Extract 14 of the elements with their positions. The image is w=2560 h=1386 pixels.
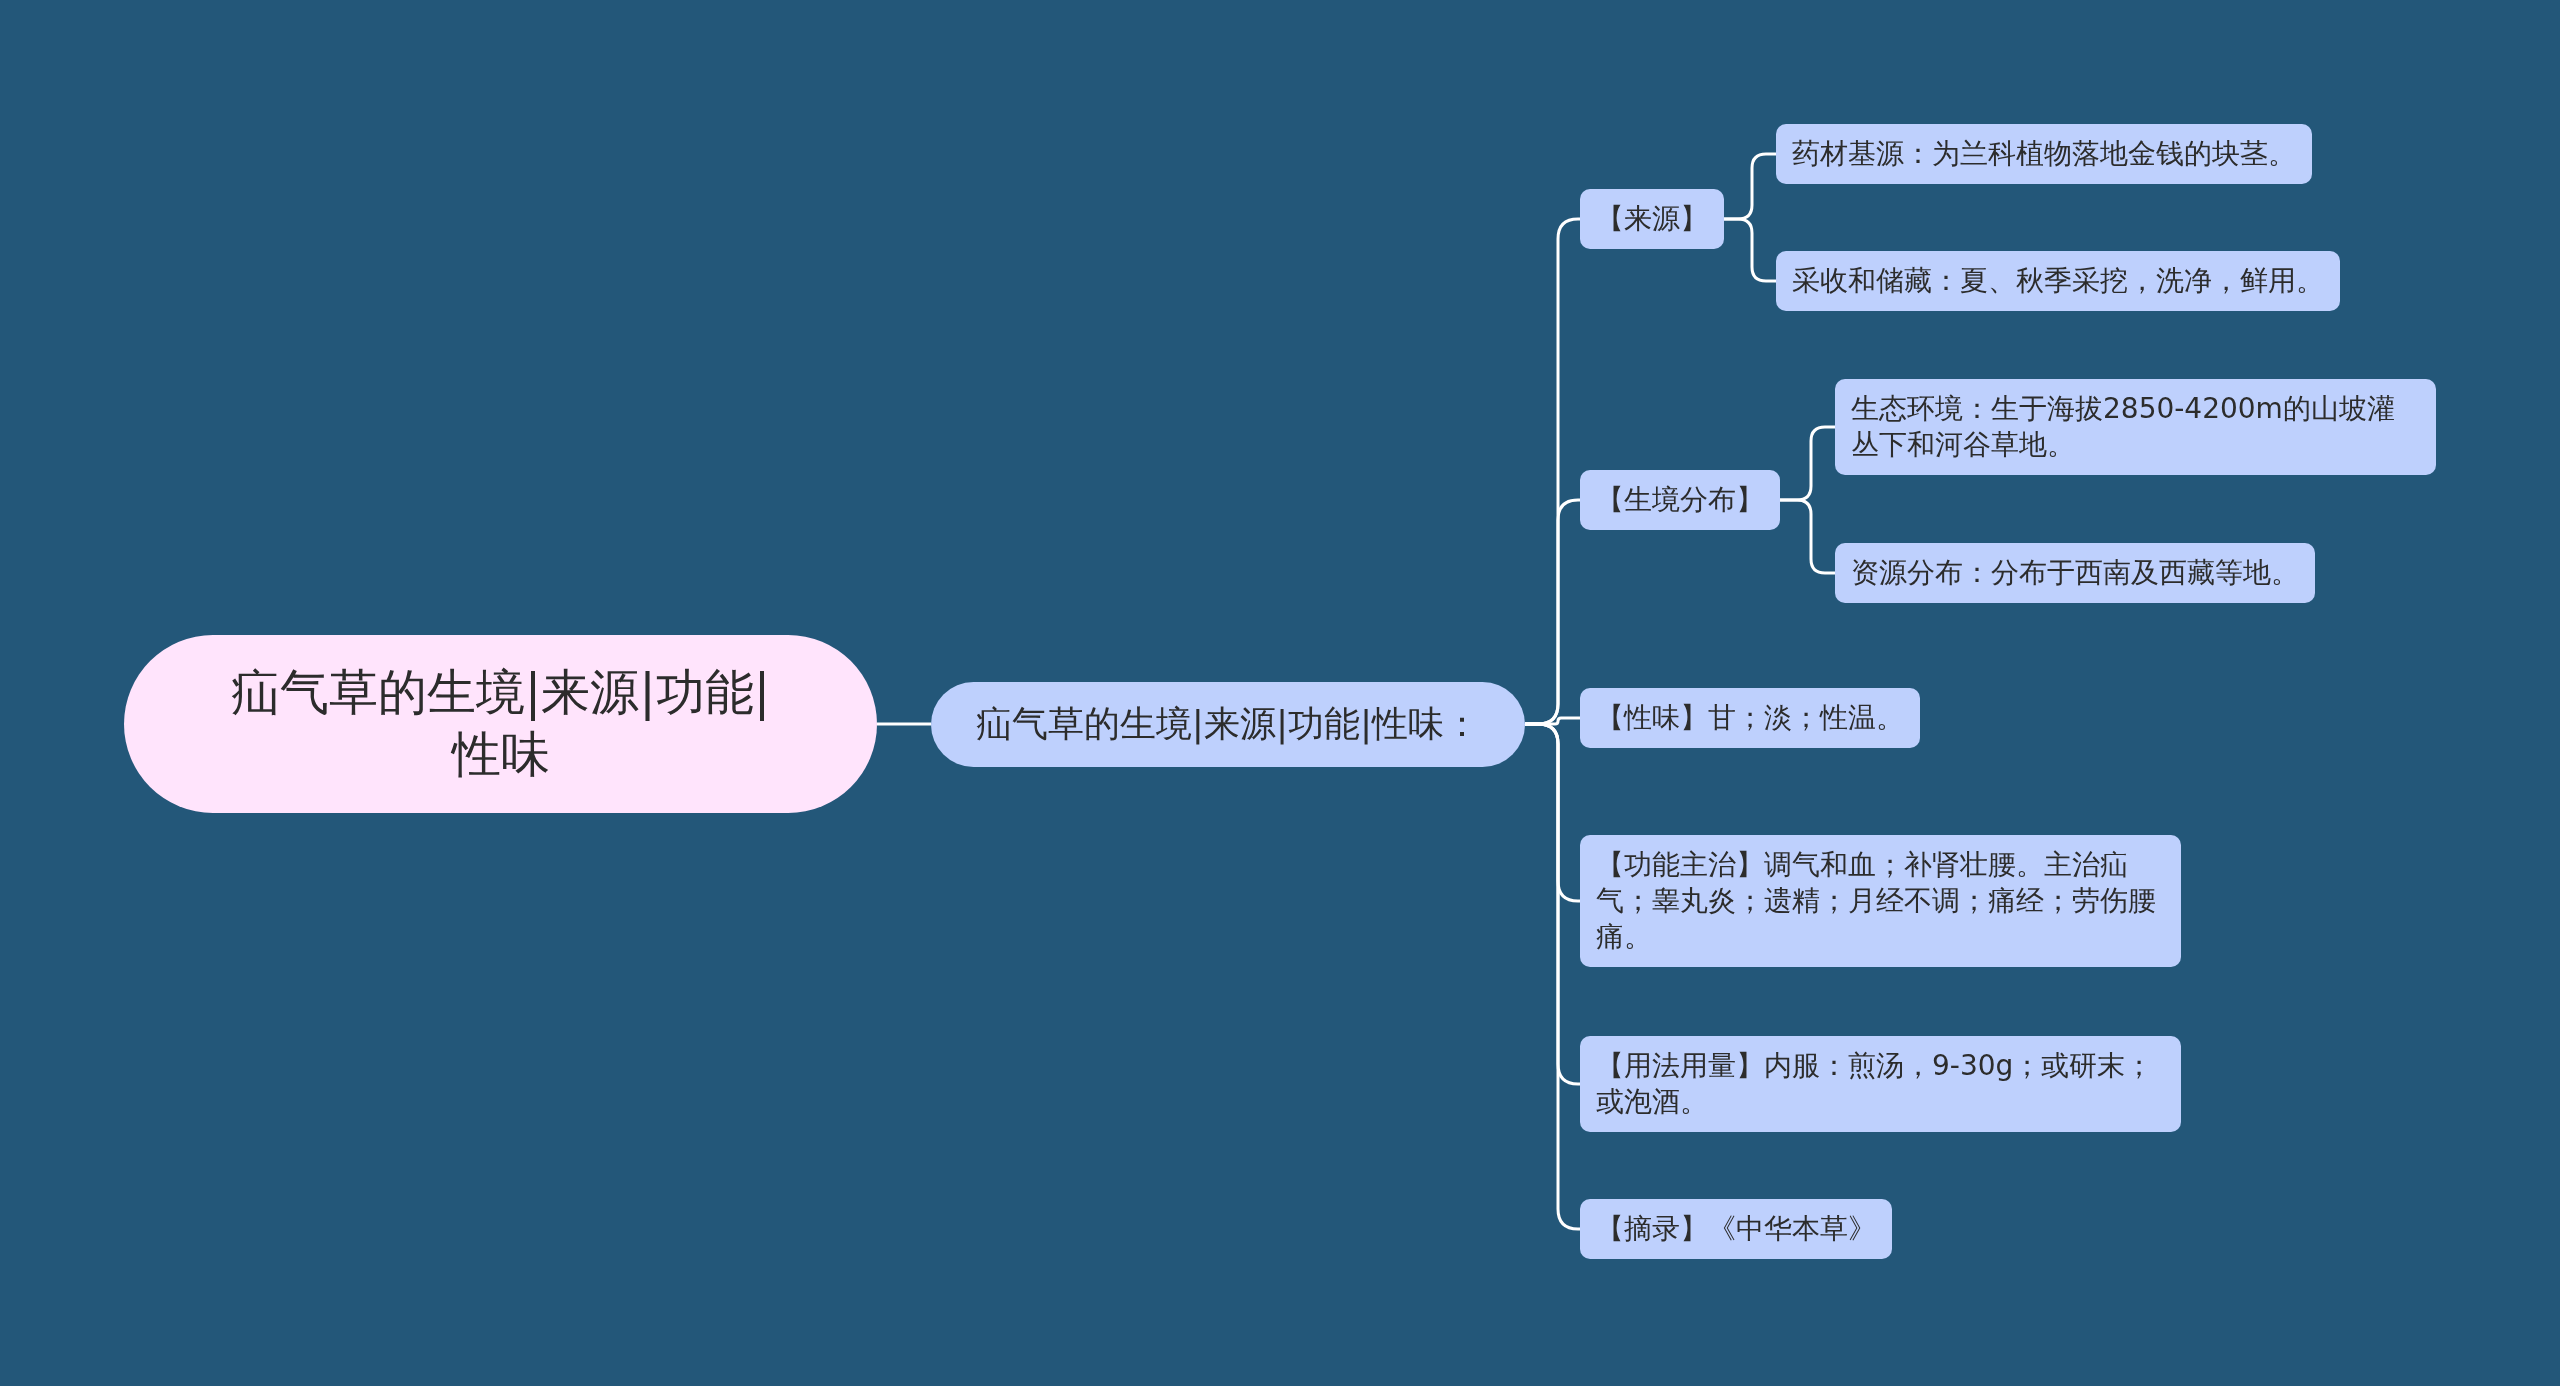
topic-box: 资源分布：分布于西南及西藏等地。	[1835, 543, 2315, 603]
topic-box: 【用法用量】内服：煎汤，9-30g；或研末；或泡酒。	[1580, 1036, 2181, 1132]
topic-box: 药材基源：为兰科植物落地金钱的块茎。	[1776, 124, 2312, 184]
topic-box: 【来源】	[1580, 189, 1724, 249]
topic-box: 【摘录】《中华本草》	[1580, 1199, 1892, 1259]
topic-box: 生态环境：生于海拔2850-4200m的山坡灌丛下和河谷草地。	[1835, 379, 2436, 475]
connector-line	[877, 722, 931, 726]
main-topic-box: 疝气草的生境|来源|功能|性味：	[931, 681, 1525, 767]
topic-box: 【功能主治】调气和血；补肾壮腰。主治疝气；睾丸炎；遗精；月经不调；痛经；劳伤腰痛。	[1580, 835, 2181, 967]
topic-box: 采收和储藏：夏、秋季采挖，洗净，鲜用。	[1776, 251, 2340, 311]
central-topic-box: 疝气草的生境|来源|功能|性味	[124, 635, 877, 813]
topic-box: 【生境分布】	[1580, 470, 1780, 530]
topic-box: 【性味】甘；淡；性温。	[1580, 688, 1920, 748]
connector-line	[1780, 498, 1835, 575]
